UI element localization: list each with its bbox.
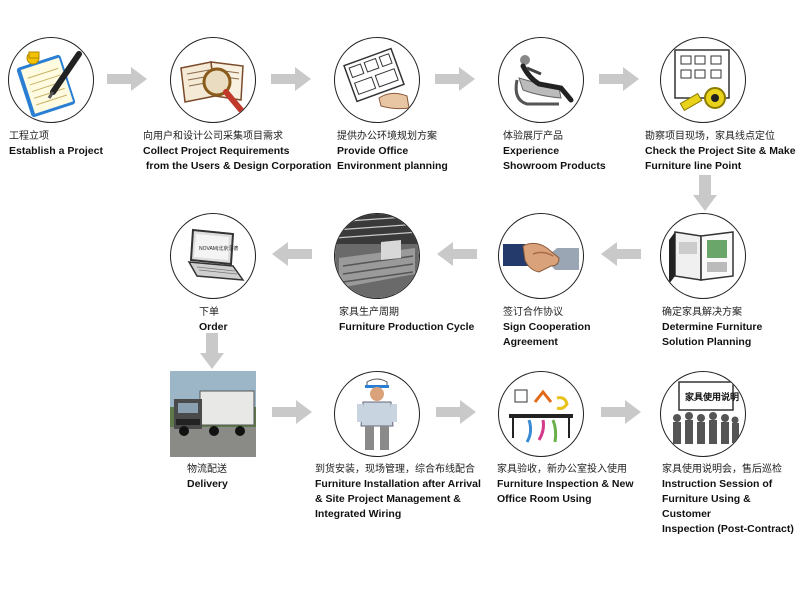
flow-arrow-left [437,242,477,266]
step-label-en: Establish a Project [9,145,103,157]
step-label-zh: 下单 [199,307,219,318]
step-label-en: Agreement [503,336,558,348]
step-label-zh: 签订合作协议 [503,307,563,318]
step-label: 向用户和设计公司采集项目需求 Collect Project Requireme… [143,129,331,174]
step-label-zh: 工程立项 [9,131,49,142]
step-label-zh: 家具验收，新办公室投入使用 [497,464,627,475]
step-label-zh: 提供办公环境规划方案 [337,131,437,142]
production-factory-icon [334,213,420,299]
step-label-zh: 到货安装，现场管理，综合布线配合 [315,464,475,475]
step-label-zh: 勘察项目现场，家具线点定位 [645,131,775,142]
step-label-en: Furniture line Point [645,160,742,172]
flow-arrow-right [271,67,311,91]
site-survey-icon [660,37,746,123]
laptop-screen-text: NOVAM|北京汇德 [199,245,238,252]
delivery-truck-photo [170,371,256,457]
step-label-en: Instruction Session of [662,478,773,490]
flow-arrow-down [200,333,224,369]
step-label-en: Check the Project Site & Make [645,145,796,157]
step-label: 确定家具解决方案 Determine Furniture Solution Pl… [662,305,762,350]
step-label: 家具验收，新办公室投入使用 Furniture Inspection & New… [497,462,634,507]
step-label-en: Furniture Inspection & New [497,478,634,490]
flow-arrow-right [107,67,147,91]
step-label: 到货安装，现场管理，综合布线配合 Furniture Installation … [315,462,481,522]
step-label-en: Solution Planning [662,336,752,348]
step-label-en: Furniture Using & Customer [662,493,751,520]
collect-requirements-icon [170,37,256,123]
step-label-en: Delivery [187,478,228,490]
step-label-en: Integrated Wiring [315,508,402,520]
sign-text: 家具使用说明 [685,391,739,403]
flow-arrow-right [436,400,476,424]
step-label-en: Furniture Installation after Arrival [315,478,481,490]
step-label: 体验展厅产品 Experience Showroom Products [503,129,606,174]
step-label-en: Order [199,321,228,333]
step-label-en: Furniture Production Cycle [339,321,475,333]
step-label-en: Environment planning [337,160,448,172]
step-label-zh: 物流配送 [187,464,227,475]
step-label-en: Provide Office [337,145,409,157]
step-label-zh: 家具生产周期 [339,307,399,318]
flow-arrow-left [601,242,641,266]
step-label-zh: 向用户和设计公司采集项目需求 [143,131,283,142]
flow-arrow-right [435,67,475,91]
step-label-en: Showroom Products [503,160,606,172]
flow-arrow-down [693,175,717,211]
step-label: 下单 Order [199,305,228,335]
step-label: 签订合作协议 Sign Cooperation Agreement [503,305,591,350]
instruction-session-icon: 家具使用说明 [660,371,746,457]
step-label-en: Office Room Using [497,493,592,505]
step-label: 工程立项 Establish a Project [9,129,103,159]
installation-worker-icon [334,371,420,457]
establish-project-icon [8,37,94,123]
handshake-icon [498,213,584,299]
step-label: 勘察项目现场，家具线点定位 Check the Project Site & M… [645,129,796,174]
step-label: 提供办公环境规划方案 Provide Office Environment pl… [337,129,448,174]
solution-catalog-icon [660,213,746,299]
step-label-en: & Site Project Management & [315,493,461,505]
step-label-en: Determine Furniture [662,321,763,333]
flow-arrow-left [272,242,312,266]
office-planning-icon [334,37,420,123]
step-label-zh: 确定家具解决方案 [662,307,742,318]
step-label: 家具使用说明会，售后巡检 Instruction Session of Furn… [662,462,800,537]
flow-arrow-right [272,400,312,424]
office-inspection-icon [498,371,584,457]
step-label: 物流配送 Delivery [187,462,228,492]
step-label-en: Inspection (Post-Contract) [662,523,794,535]
flow-arrow-right [599,67,639,91]
step-label-en: Collect Project Requirements [143,145,290,157]
step-label-zh: 体验展厅产品 [503,131,563,142]
laptop-order-icon: NOVAM|北京汇德 [170,213,256,299]
step-label-en: Sign Cooperation [503,321,591,333]
step-label-en: from the Users & Design Corporation [143,160,332,172]
step-label: 家具生产周期 Furniture Production Cycle [339,305,474,335]
flow-arrow-right [601,400,641,424]
showroom-chair-icon [498,37,584,123]
step-label-zh: 家具使用说明会，售后巡检 [662,464,782,475]
step-label-en: Experience [503,145,560,157]
